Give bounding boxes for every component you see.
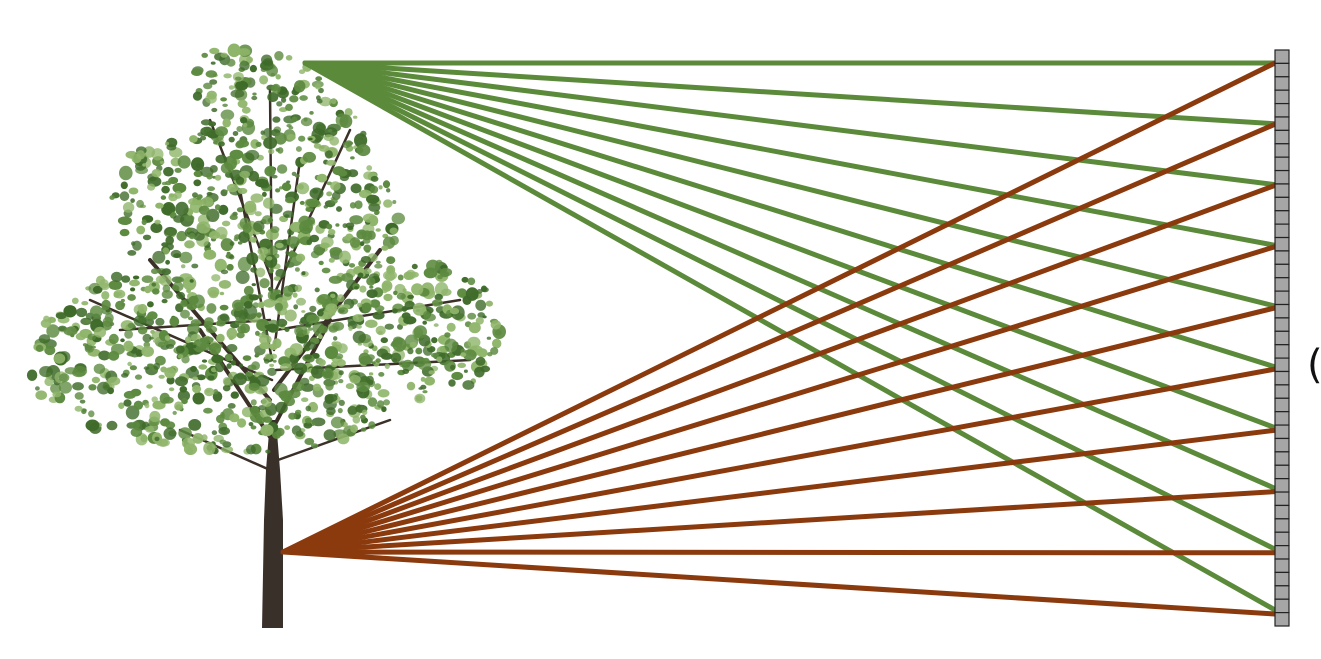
sensor-cell bbox=[1274, 223, 1290, 239]
sensor-cell bbox=[1274, 62, 1290, 78]
sensor-cell bbox=[1274, 571, 1290, 587]
sensor-cell bbox=[1274, 504, 1290, 520]
bottom-ray bbox=[280, 182, 1278, 555]
sensor-cell bbox=[1274, 397, 1290, 413]
bottom-ray bbox=[280, 549, 1278, 556]
tree-branch bbox=[272, 158, 302, 352]
bottom-ray bbox=[280, 489, 1278, 555]
sensor-cell bbox=[1274, 384, 1290, 399]
top-ray bbox=[302, 60, 1278, 613]
sensor-cell bbox=[1274, 169, 1290, 185]
sensor-cell bbox=[1274, 531, 1290, 547]
sensor-cell bbox=[1274, 263, 1290, 279]
sensor-cell bbox=[1274, 236, 1290, 252]
sensor-cell bbox=[1274, 370, 1290, 386]
sensor-cell bbox=[1274, 598, 1290, 614]
sensor-cell bbox=[1274, 317, 1290, 332]
top-ray bbox=[302, 60, 1278, 127]
top-ray bbox=[302, 60, 1278, 188]
top-ray-bundle bbox=[302, 60, 1278, 613]
bottom-ray-bundle bbox=[280, 60, 1278, 617]
edge-label: ( bbox=[1307, 345, 1321, 385]
sensor-cell bbox=[1274, 411, 1290, 426]
sensor-cell bbox=[1274, 303, 1290, 319]
sensor-cell bbox=[1274, 330, 1290, 346]
sensor-cell bbox=[1274, 478, 1290, 493]
sensor-cell bbox=[1274, 437, 1290, 453]
sensor-cell bbox=[1274, 143, 1290, 158]
sensor-cell bbox=[1274, 545, 1290, 560]
sensor-cell bbox=[1274, 464, 1290, 480]
sensor-cell bbox=[1274, 424, 1290, 440]
top-ray bbox=[302, 60, 1278, 309]
bottom-ray bbox=[280, 121, 1278, 555]
sensor-cell bbox=[1274, 49, 1290, 64]
sensor-cell bbox=[1274, 518, 1290, 533]
bottom-ray bbox=[280, 60, 1278, 555]
top-ray bbox=[302, 60, 1278, 370]
sensor-cell bbox=[1274, 290, 1290, 306]
sensor-cell bbox=[1274, 76, 1290, 91]
tree-trunk bbox=[262, 420, 283, 628]
sensor-cell bbox=[1274, 116, 1290, 131]
sensor-cell bbox=[1274, 357, 1290, 373]
sensor-cell bbox=[1274, 585, 1290, 600]
bottom-ray bbox=[280, 244, 1278, 555]
sensor-strip bbox=[1274, 49, 1290, 627]
top-ray bbox=[302, 60, 1278, 552]
bottom-ray bbox=[280, 549, 1278, 617]
bottom-ray bbox=[280, 427, 1278, 555]
sensor-cell bbox=[1274, 156, 1290, 172]
sensor-cell bbox=[1274, 344, 1290, 359]
tree-foliage bbox=[26, 43, 507, 455]
bottom-ray bbox=[280, 305, 1278, 555]
sensor-cell bbox=[1274, 491, 1290, 507]
top-ray bbox=[302, 60, 1278, 431]
sensor-cell bbox=[1274, 611, 1290, 627]
sensor-cell bbox=[1274, 250, 1290, 265]
sensor-cell bbox=[1274, 102, 1290, 118]
sensor-cell bbox=[1274, 89, 1290, 105]
sensor-cell bbox=[1274, 210, 1290, 225]
sensor-cell bbox=[1274, 451, 1290, 466]
tree-icon bbox=[26, 43, 507, 628]
sensor-cell bbox=[1274, 183, 1290, 198]
top-ray bbox=[302, 60, 1278, 248]
top-ray bbox=[302, 60, 1278, 491]
sensor-cell bbox=[1274, 558, 1290, 574]
bottom-ray bbox=[280, 366, 1278, 555]
sensor-cell bbox=[1274, 129, 1290, 145]
sensor-cell bbox=[1274, 277, 1290, 292]
sensor-cell bbox=[1274, 196, 1290, 212]
